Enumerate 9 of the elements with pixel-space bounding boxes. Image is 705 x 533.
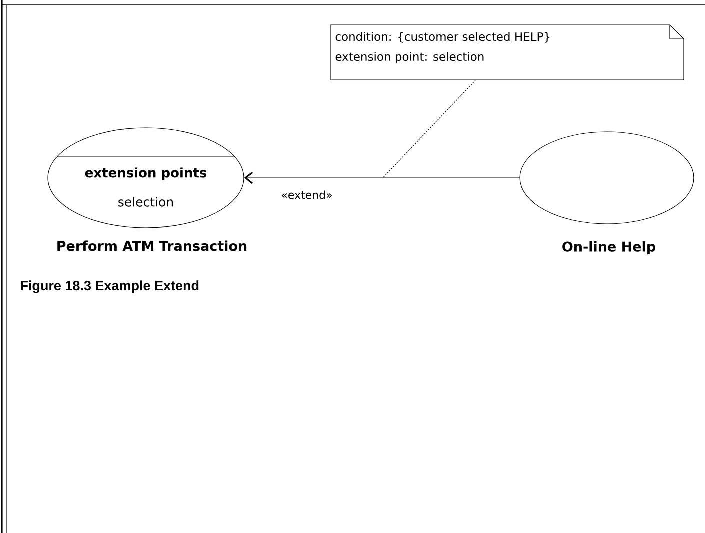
note-box: condition: {customer selected HELP} extension point: selection (330, 24, 684, 80)
edge-label: «extend» (280, 190, 334, 200)
leader-line (382, 80, 476, 178)
extend-arrow (244, 172, 520, 184)
figure-caption: Figure 18.3 Example Extend (21, 280, 199, 294)
use-case-name: On-line Help (562, 241, 656, 255)
extension-point-text: selection (118, 197, 174, 207)
compartment-heading: extension points (85, 168, 207, 180)
use-case-name: Perform ATM Transaction (58, 240, 247, 252)
